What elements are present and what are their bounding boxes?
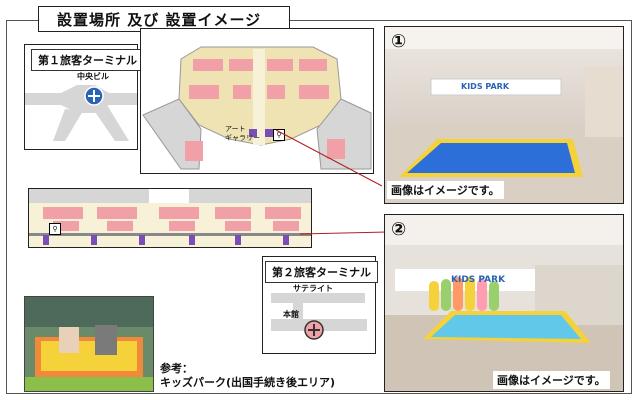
satellite-label: サテライト <box>293 284 333 293</box>
terminal2-map-panel: 第２旅客ターミナル サテライト 本館 <box>262 256 378 354</box>
callout-line-2 <box>300 231 387 235</box>
reference-text: キッズパーク(出国手続き後エリア) <box>160 376 336 389</box>
photo1-panel: ① KIDS PARK 画像はイメージです。 <box>384 26 624 204</box>
zoom-kids-park-marker-icon: ⚲ <box>49 223 61 235</box>
reference-photo <box>24 296 154 392</box>
terminal1-overview-panel: 第１旅客ターミナル 中央ビル <box>24 44 144 150</box>
main-border <box>6 20 632 394</box>
terminal1-floorplan <box>141 29 373 173</box>
art-gallery-label: アート ギャラリー <box>225 125 260 142</box>
terminal1-zoom-strip: ⚲ <box>28 188 312 248</box>
terminal1-overview-map <box>25 85 137 141</box>
central-building-label: 中央ビル <box>77 72 109 81</box>
terminal1-detail-map: アート ギャラリー ⚲ <box>140 28 374 174</box>
terminal1-zoom-floorplan <box>29 189 311 247</box>
main-building-label: 本館 <box>283 310 299 319</box>
terminal1-label: 第１旅客ターミナル <box>31 49 144 71</box>
photo2-number: ② <box>391 219 407 240</box>
photo1-number: ① <box>391 31 407 52</box>
photo1-image <box>385 27 623 203</box>
location-marker-icon <box>83 85 105 107</box>
terminal2-label: 第２旅客ターミナル <box>265 261 378 283</box>
callout-line-1 <box>275 129 383 187</box>
terminal2-location-marker-icon <box>303 319 325 341</box>
photo2-panel: ② KIDS PARK 画像はイメージです。 <box>384 214 624 392</box>
photo2-sign-text: KIDS PARK <box>451 275 506 285</box>
photo2-caption: 画像はイメージです。 <box>493 371 610 389</box>
photo1-sign-text: KIDS PARK <box>461 82 510 91</box>
photo1-caption: 画像はイメージです。 <box>387 181 504 199</box>
photo2-image <box>385 215 623 391</box>
reference-heading: 参考： <box>160 362 193 375</box>
